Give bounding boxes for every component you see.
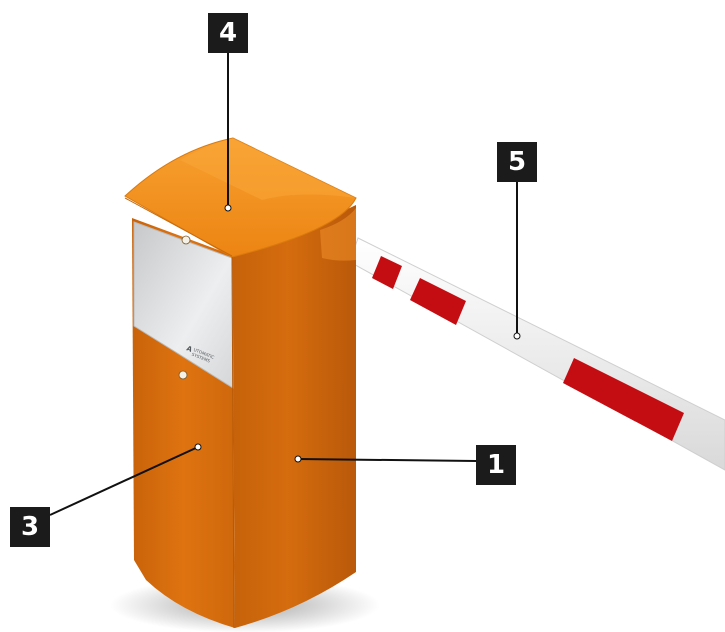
leader-dot-5 (513, 332, 521, 340)
leader-dot-3 (194, 443, 202, 451)
housing-side-panel (232, 205, 356, 628)
callout-4: 4 (208, 13, 248, 53)
leader-line-1 (297, 458, 477, 462)
side-panel-highlight (320, 208, 356, 261)
lid-top-face (180, 138, 356, 200)
leader-dot-1 (294, 455, 302, 463)
svg-text:A: A (185, 344, 194, 354)
callout-5: 5 (497, 142, 537, 182)
arm-red-stripe-2 (410, 278, 466, 325)
arm-red-stripe-1 (372, 256, 402, 289)
callout-1: 1 (476, 445, 516, 485)
barrier-arm (349, 237, 725, 471)
lower-lock (178, 370, 188, 380)
upper-lock (181, 235, 191, 245)
callout-3: 3 (10, 507, 50, 547)
front-edge (231, 256, 235, 629)
leader-dot-4 (224, 204, 232, 212)
arm-red-stripe-3 (563, 358, 684, 441)
lid-seam (124, 197, 233, 257)
leader-line-3 (49, 446, 199, 516)
